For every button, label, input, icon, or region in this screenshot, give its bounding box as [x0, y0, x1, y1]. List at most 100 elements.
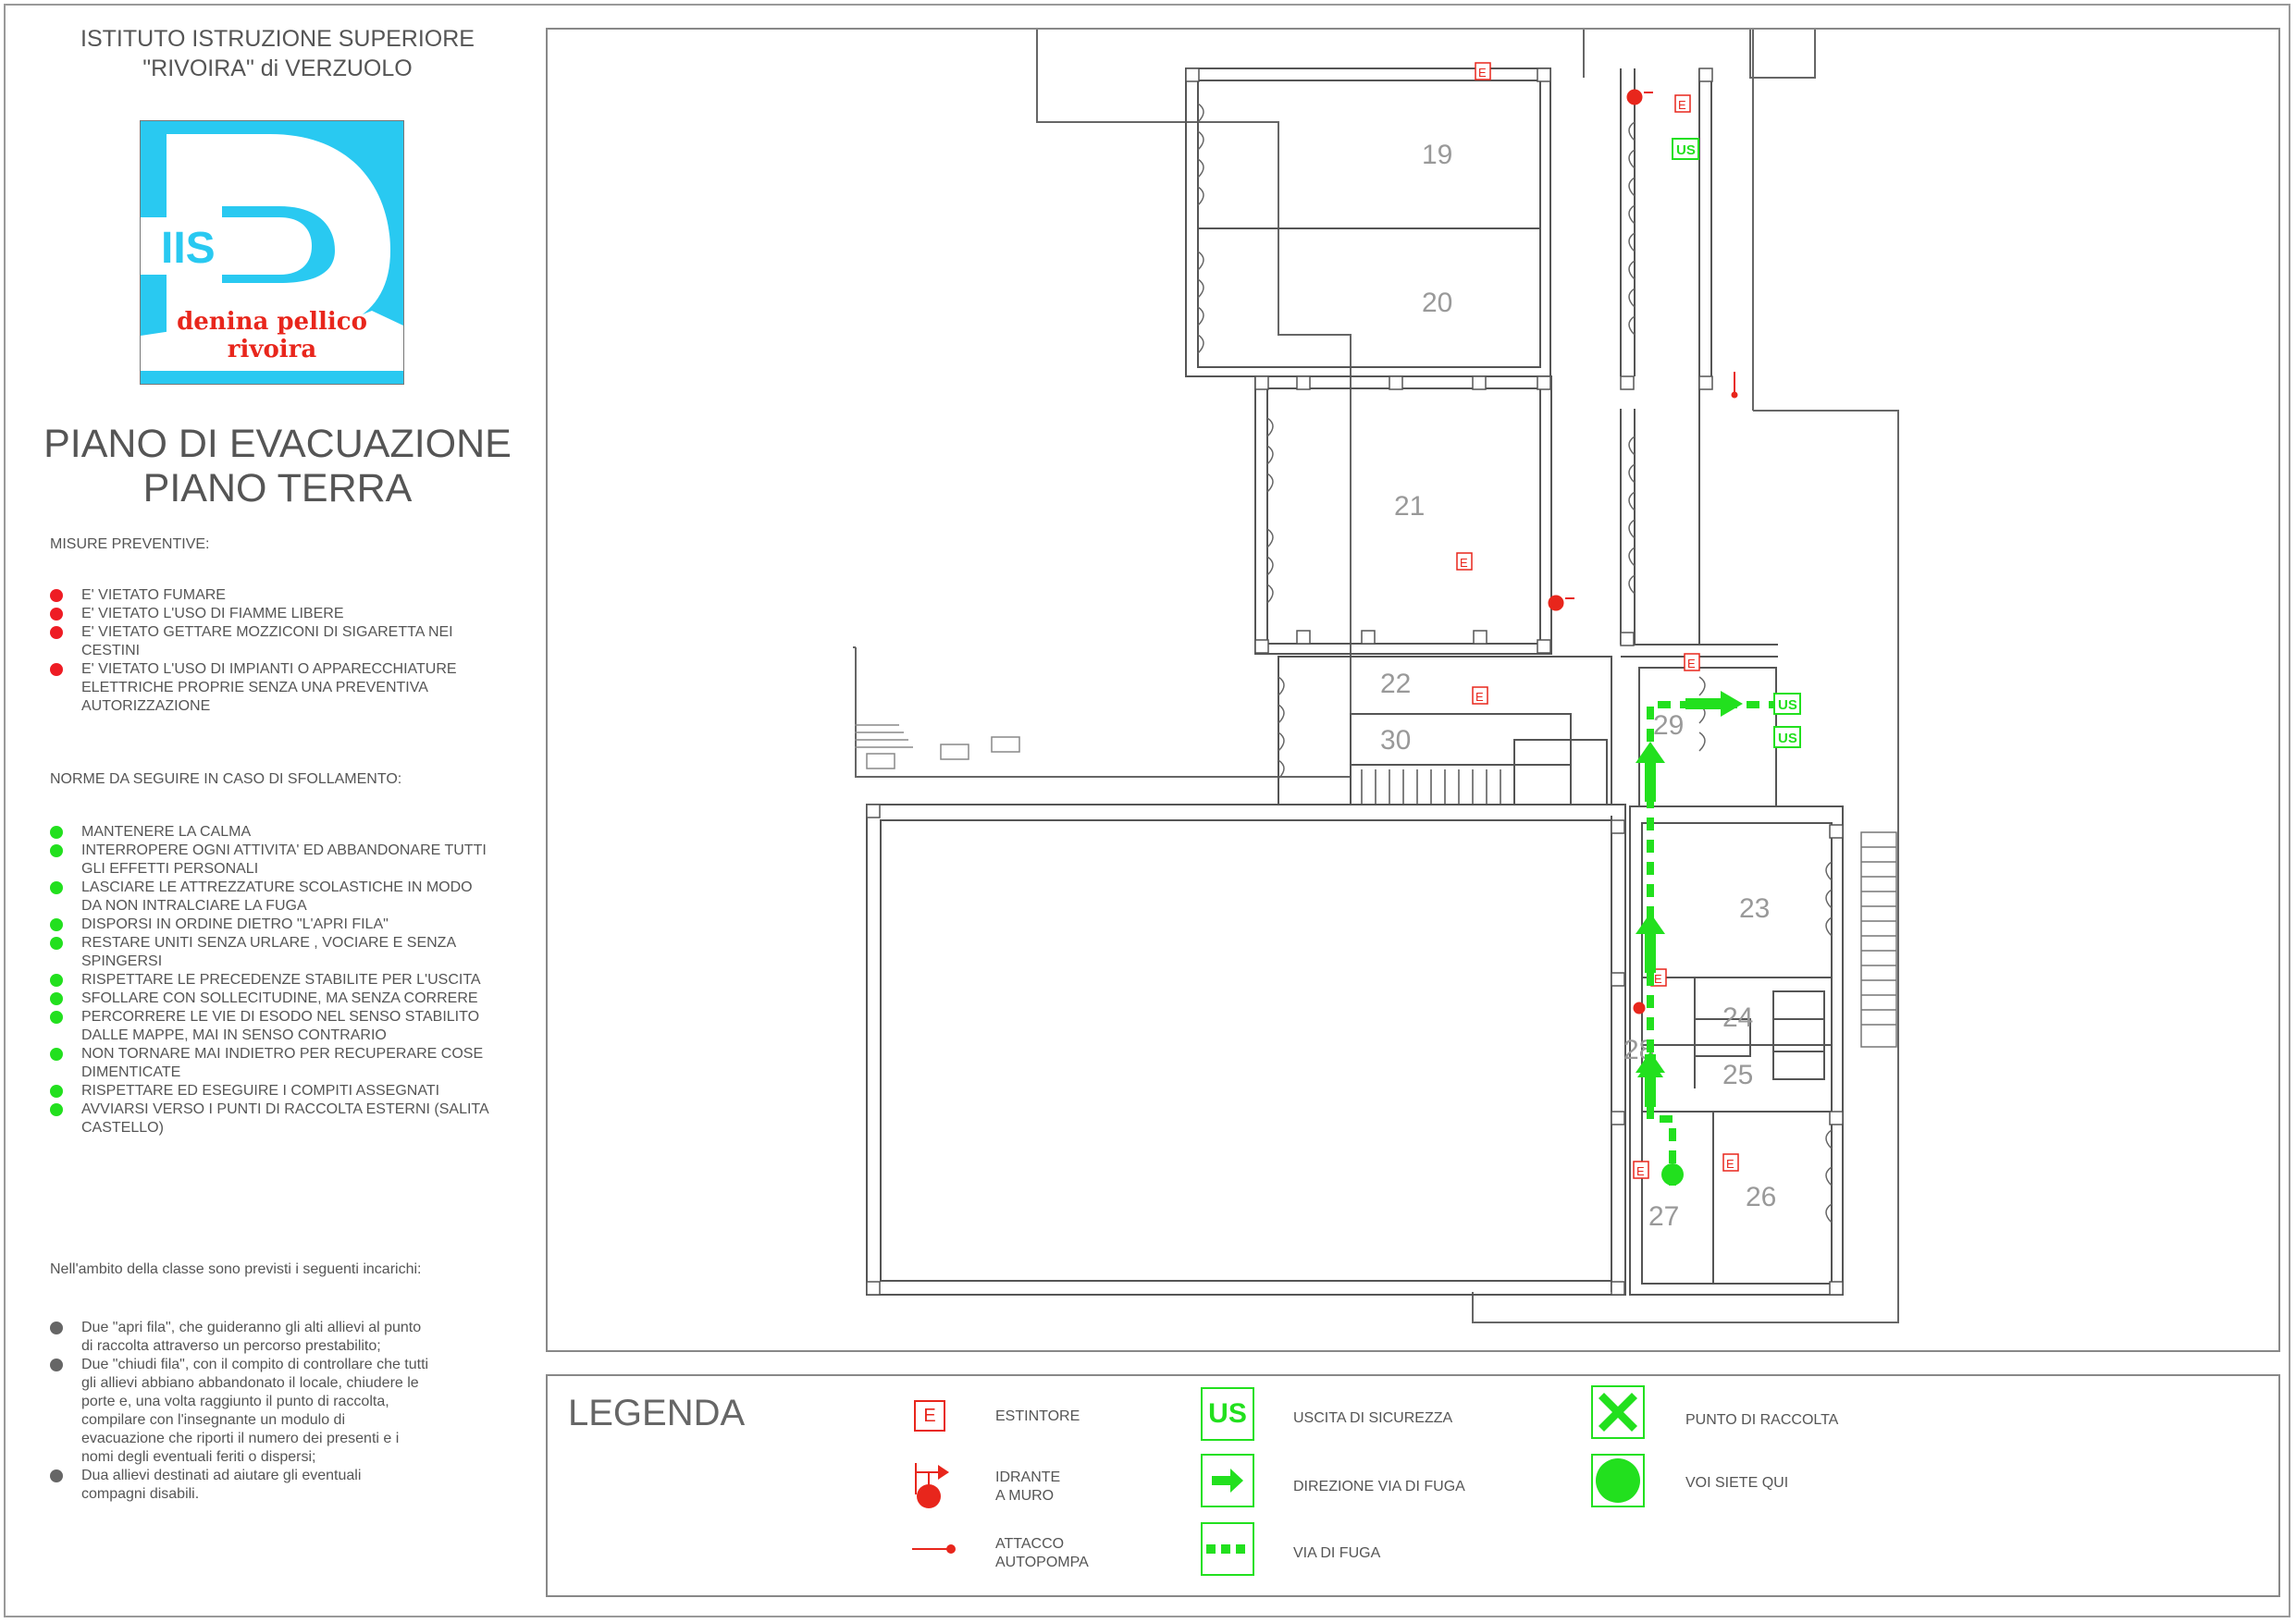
hydrant-icon: [1626, 89, 1653, 105]
evacuation-item: MANTENERE LA CALMA: [50, 823, 494, 842]
duties-list: Due "apri fila", che guideranno gli alti…: [50, 1319, 429, 1504]
room-23: 23: [1739, 893, 1770, 924]
room-26: 26: [1746, 1182, 1776, 1212]
room-20: 20: [1422, 288, 1452, 318]
bullet-icon: [50, 918, 63, 931]
hydrant-legend-icon: [915, 1463, 949, 1508]
bullet-icon: [50, 1469, 63, 1482]
room-25: 25: [1722, 1060, 1753, 1090]
svg-text:E: E: [1726, 1157, 1734, 1171]
outer-outline: [853, 30, 1899, 1323]
pump-connection-legend-icon: [912, 1544, 956, 1554]
evacuation-item: PERCORRERE LE VIE DI ESODO NEL SENSO STA…: [50, 1008, 494, 1045]
bullet-icon: [50, 1359, 63, 1371]
preventive-item-text: E' VIETATO L'USO DI FIAMME LIBERE: [81, 606, 344, 621]
hydrant-icon: [1548, 595, 1574, 611]
preventive-item: E' VIETATO L'USO DI IMPIANTI O APPARECCH…: [50, 660, 494, 716]
school-name: ISTITUTO ISTRUZIONE SUPERIORE: [80, 26, 475, 52]
extinguisher-icon: E: [1633, 1161, 1649, 1179]
extinguisher-icon: E: [1475, 62, 1491, 80]
duties-item: Dua allievi destinati ad aiutare gli eve…: [50, 1467, 429, 1504]
preventive-item: E' VIETATO FUMARE: [50, 586, 494, 605]
room-21: 21: [1394, 491, 1425, 522]
evacuation-item: INTERROPERE OGNI ATTIVITA' ED ABBANDONAR…: [50, 842, 494, 879]
you-are-here-legend-icon: [1591, 1454, 1645, 1507]
bullet-icon: [50, 663, 63, 676]
evacuation-item-text: AVVIARSI VERSO I PUNTI DI RACCOLTA ESTER…: [81, 1101, 488, 1136]
evacuation-item-text: DISPORSI IN ORDINE DIETRO "L'APRI FILA": [81, 916, 389, 932]
exit-sign-north: US: [1672, 138, 1699, 160]
route-arrow-up-1: [1636, 1051, 1665, 1107]
room-22: 22: [1380, 669, 1411, 699]
extinguisher-icon: E: [1722, 1153, 1739, 1172]
evacuation-item: RESTARE UNITI SENZA URLARE , VOCIARE E S…: [50, 934, 494, 971]
school-town: "RIVOIRA" di VERZUOLO: [142, 55, 413, 81]
bullet-icon: [50, 881, 63, 894]
logo-graphic: IIS: [141, 134, 403, 384]
legend-exit: USCITA DI SICUREZZA: [1293, 1410, 1453, 1426]
legend-route: VIA DI FUGA: [1293, 1545, 1381, 1561]
svg-text:E: E: [1678, 98, 1686, 112]
preventive-item-text: E' VIETATO GETTARE MOZZICONI DI SIGARETT…: [81, 624, 453, 658]
evacuation-item-text: RISPETTARE LE PRECEDENZE STABILITE PER L…: [81, 972, 481, 988]
floor-plan: 19 20 21 22 23 24 25 26 27 28 29 30 E E …: [546, 28, 2280, 1352]
bullet-icon: [50, 1322, 63, 1334]
legend-direction: DIREZIONE VIA DI FUGA: [1293, 1479, 1465, 1494]
bullet-icon: [50, 1048, 63, 1061]
evacuation-item-text: RISPETTARE ED ESEGUIRE I COMPITI ASSEGNA…: [81, 1083, 440, 1099]
svg-text:E: E: [1460, 556, 1468, 570]
steps-left: [855, 724, 1020, 769]
evacuation-item-text: SFOLLARE CON SOLLECITUDINE, MA SENZA COR…: [81, 990, 478, 1006]
escape-route: [1636, 691, 1773, 1186]
evacuation-item-text: PERCORRERE LE VIE DI ESODO NEL SENSO STA…: [81, 1009, 480, 1043]
legend-assembly: PUNTO DI RACCOLTA: [1685, 1412, 1839, 1428]
bullet-icon: [50, 1085, 63, 1098]
room-24: 24: [1722, 1002, 1753, 1033]
duties-heading: Nell'ambito della classe sono previsti i…: [50, 1261, 422, 1277]
legend-hydrant-2: A MURO: [995, 1488, 1055, 1504]
sidebar: ISTITUTO ISTRUZIONE SUPERIORE "RIVOIRA" …: [19, 18, 537, 1600]
svg-text:E: E: [1478, 66, 1487, 80]
extinguisher-icon: E: [1684, 653, 1700, 671]
evacuation-item-text: INTERROPERE OGNI ATTIVITA' ED ABBANDONAR…: [81, 842, 487, 877]
bullet-icon: [50, 974, 63, 987]
evacuation-item: NON TORNARE MAI INDIETRO PER RECUPERARE …: [50, 1045, 494, 1082]
you-are-here-marker: [1661, 1163, 1684, 1186]
svg-text:IIS: IIS: [161, 224, 216, 273]
bullet-icon: [50, 589, 63, 602]
bullet-icon: [50, 1011, 63, 1024]
bullet-icon: [50, 608, 63, 621]
duties-item-text: Due "apri fila", che guideranno gli alti…: [81, 1320, 422, 1354]
legend-pump-2: AUTOPOMPA: [995, 1555, 1089, 1570]
preventive-item: E' VIETATO GETTARE MOZZICONI DI SIGARETT…: [50, 623, 494, 660]
duties-item: Due "apri fila", che guideranno gli alti…: [50, 1319, 429, 1356]
duties-item-text: Dua allievi destinati ad aiutare gli eve…: [81, 1468, 362, 1502]
legend-title: LEGENDA: [568, 1393, 746, 1433]
legend-hydrant-1: IDRANTE: [995, 1469, 1061, 1485]
route-arrow-up-3: [1636, 742, 1665, 802]
floor-plan-drawing: 19 20 21 22 23 24 25 26 27 28 29 30 E E …: [853, 30, 1899, 1323]
room-labels: 19 20 21 22 23 24 25 26 27 28 29 30: [1380, 140, 1776, 1232]
hydrants: [1548, 89, 1738, 1014]
room-30: 30: [1380, 725, 1411, 756]
exit-markers: US US US: [1672, 138, 1801, 748]
svg-text:E: E: [1687, 657, 1696, 670]
bullet-icon: [50, 826, 63, 839]
legend-pump-1: ATTACCO: [995, 1536, 1065, 1552]
evacuation-item: SFOLLARE CON SOLLECITUDINE, MA SENZA COR…: [50, 990, 494, 1008]
room-29: 29: [1653, 710, 1684, 741]
evacuation-item: RISPETTARE ED ESEGUIRE I COMPITI ASSEGNA…: [50, 1082, 494, 1100]
logo-tagline: denina pellico rivoira: [177, 308, 367, 363]
bullet-icon: [50, 844, 63, 857]
svg-text:US: US: [1778, 731, 1797, 746]
evacuation-item: RISPETTARE LE PRECEDENZE STABILITE PER L…: [50, 971, 494, 990]
duties-item: Due "chiudi fila", con il compito di con…: [50, 1356, 429, 1467]
duties-item-text: Due "chiudi fila", con il compito di con…: [81, 1357, 429, 1465]
svg-text:E: E: [1475, 690, 1484, 704]
legend-you-are-here: VOI SIETE QUI: [1685, 1475, 1789, 1491]
windows: [1197, 103, 1833, 1223]
stairs-internal: [1361, 769, 1515, 805]
evacuation-item: AVVIARSI VERSO I PUNTI DI RACCOLTA ESTER…: [50, 1100, 494, 1137]
